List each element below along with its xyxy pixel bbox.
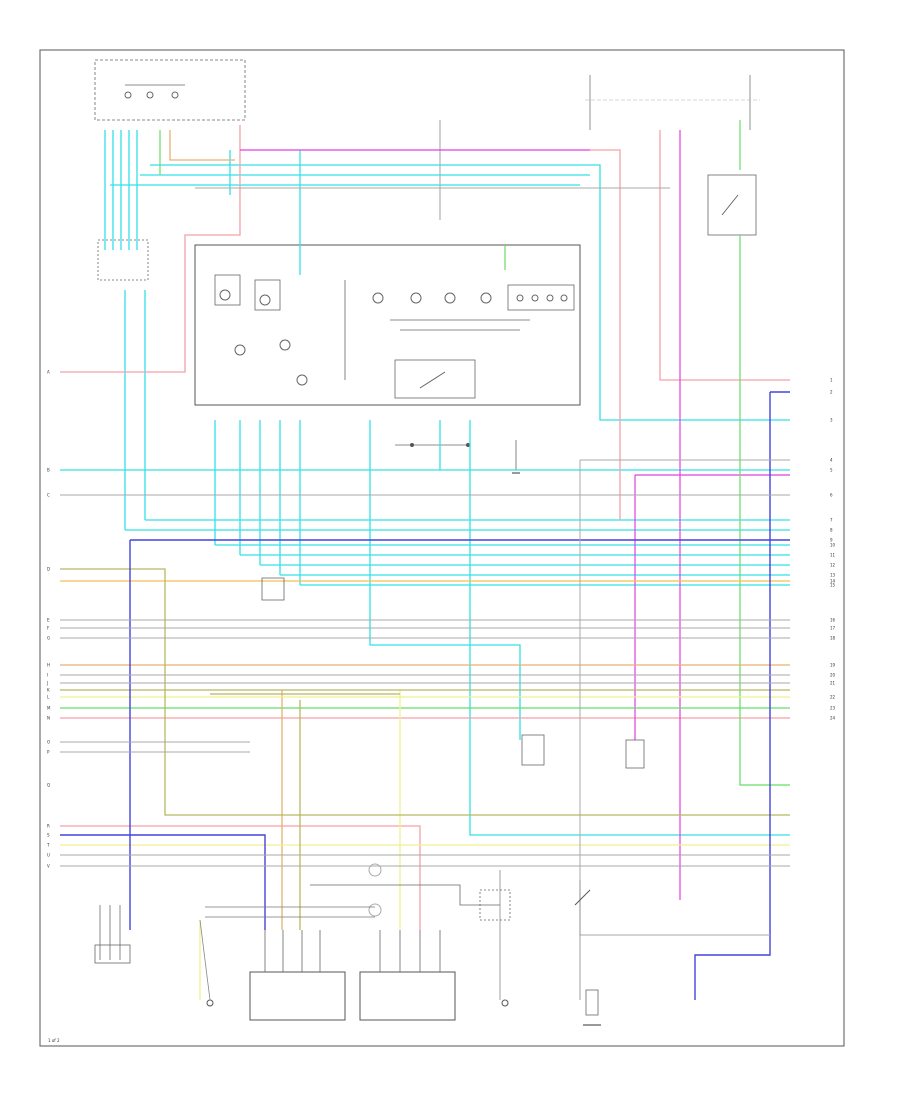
right-pin-label: 8 [830,528,833,533]
left-pin-label: N [47,716,50,721]
right-pin-label: 15 [830,583,836,588]
left-pin-label: J [46,681,48,686]
left-pin-label: S [47,833,50,838]
top-right-connectors [585,75,760,130]
left-pin-label: H [47,663,50,668]
bottom-left-sensor [94,905,131,964]
left-pin-label: D [47,567,50,572]
pink-wire-set [60,125,790,930]
right-pin-label: 21 [830,681,836,686]
left-pin-label: B [47,468,50,473]
left-pin-label: M [47,706,51,711]
right-pin-label: 14 [830,579,836,584]
right-pin-label: 1 [830,378,833,383]
diagram-border [39,49,845,1047]
left-pin-label: O [47,740,50,745]
right-pin-label: 10 [830,543,836,548]
bottom-center-connector [205,863,500,918]
right-upper-switch [707,174,757,236]
bottom-module-right [359,930,456,1021]
left-pin-label: K [47,688,50,693]
left-pin-label: R [47,824,50,829]
right-pin-label: 9 [830,538,833,543]
olive-wire-set [60,568,790,930]
magenta-wire-set [240,130,790,900]
switch-icon [574,880,601,1026]
right-pin-label: 7 [830,518,833,523]
top-left-module [94,59,246,121]
blue-wire-set [60,391,790,1000]
right-pin-label: 3 [830,418,833,423]
bottom-module-left [249,930,346,1021]
right-pin-label: 6 [830,493,833,498]
right-pin-label: 2 [830,390,833,395]
right-pin-label: 13 [830,573,836,578]
right-pin-label: 4 [830,458,833,463]
footer-code: 1 of 2 [48,1038,60,1043]
right-pin-label: 17 [830,626,836,631]
right-pin-label: 18 [830,636,836,641]
orange-wire-set [60,130,790,930]
right-pin-label: 16 [830,618,836,623]
right-pin-label: 22 [830,695,836,700]
left-connector-block [97,239,149,281]
left-pin-label: I [47,673,48,678]
ground-icon [510,440,522,474]
right-pin-label: 24 [830,716,836,721]
right-pin-label: 19 [830,663,836,668]
left-pin-label: L [47,695,50,700]
left-pin-label: V [47,864,50,869]
left-pin-label: Q [47,783,50,788]
left-pin-label: C [47,493,50,498]
right-pin-label: 20 [830,673,836,678]
right-pin-label: 5 [830,468,833,473]
cyan-wire-bundle [60,130,790,836]
bottom-sensor-1 [199,919,214,1007]
left-pin-label: F [47,626,50,631]
green-wire-set [60,120,790,786]
sensor-icon [395,443,470,447]
connector-icon [261,577,645,769]
yellow-wire-set [60,690,790,1000]
right-pin-label: 11 [830,553,836,558]
left-pin-label: U [47,853,50,858]
left-pin-label: G [47,636,50,641]
left-pin-label: T [46,843,50,848]
gray-wire-set [60,187,790,936]
right-pin-label: 23 [830,706,836,711]
main-control-module [194,244,581,406]
left-pin-label: A [47,370,50,375]
right-pin-label: 12 [830,563,836,568]
left-pin-label: P [47,750,50,755]
bottom-sensor-2 [479,870,511,1007]
left-pin-label: E [47,618,50,623]
